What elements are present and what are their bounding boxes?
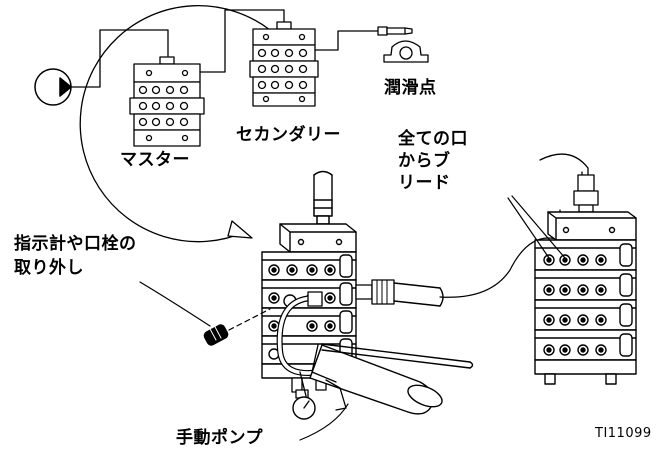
lube-point-label: 潤滑点 [384,78,437,98]
removed-plug-icon [203,308,271,346]
right-supply-hose [539,153,599,213]
lube-point-bearing-icon [377,26,429,63]
master-divider-block [129,56,205,147]
remove-indicator-label: 指示計や口栓の 取り外し [14,234,137,278]
pump-symbol-icon [34,68,72,106]
remove-indicator-leader [139,281,211,327]
secondary-divider-block [249,21,319,107]
output-hose [355,279,444,307]
master-secondary-line [199,9,285,73]
figure-id-label: TI11099 [595,426,652,441]
pump-feed-line [70,29,169,88]
bleed-all-ports-label: 全ての口 からブ リード [398,129,468,193]
hand-pump-leader [299,403,349,441]
supply-hose [313,170,333,225]
circuit-arrowhead [227,220,253,239]
hand-pump [276,291,474,420]
bleed-leader-2 [511,195,566,259]
circuit-arc [79,5,271,243]
hand-pump-label: 手動ポンプ [176,428,263,448]
master-label: マスター [120,150,190,170]
secondary-lube-line [314,30,379,51]
secondary-label: セカンダリー [236,125,341,145]
right-divider-block [534,211,637,385]
bleed-leader-1 [507,197,550,259]
